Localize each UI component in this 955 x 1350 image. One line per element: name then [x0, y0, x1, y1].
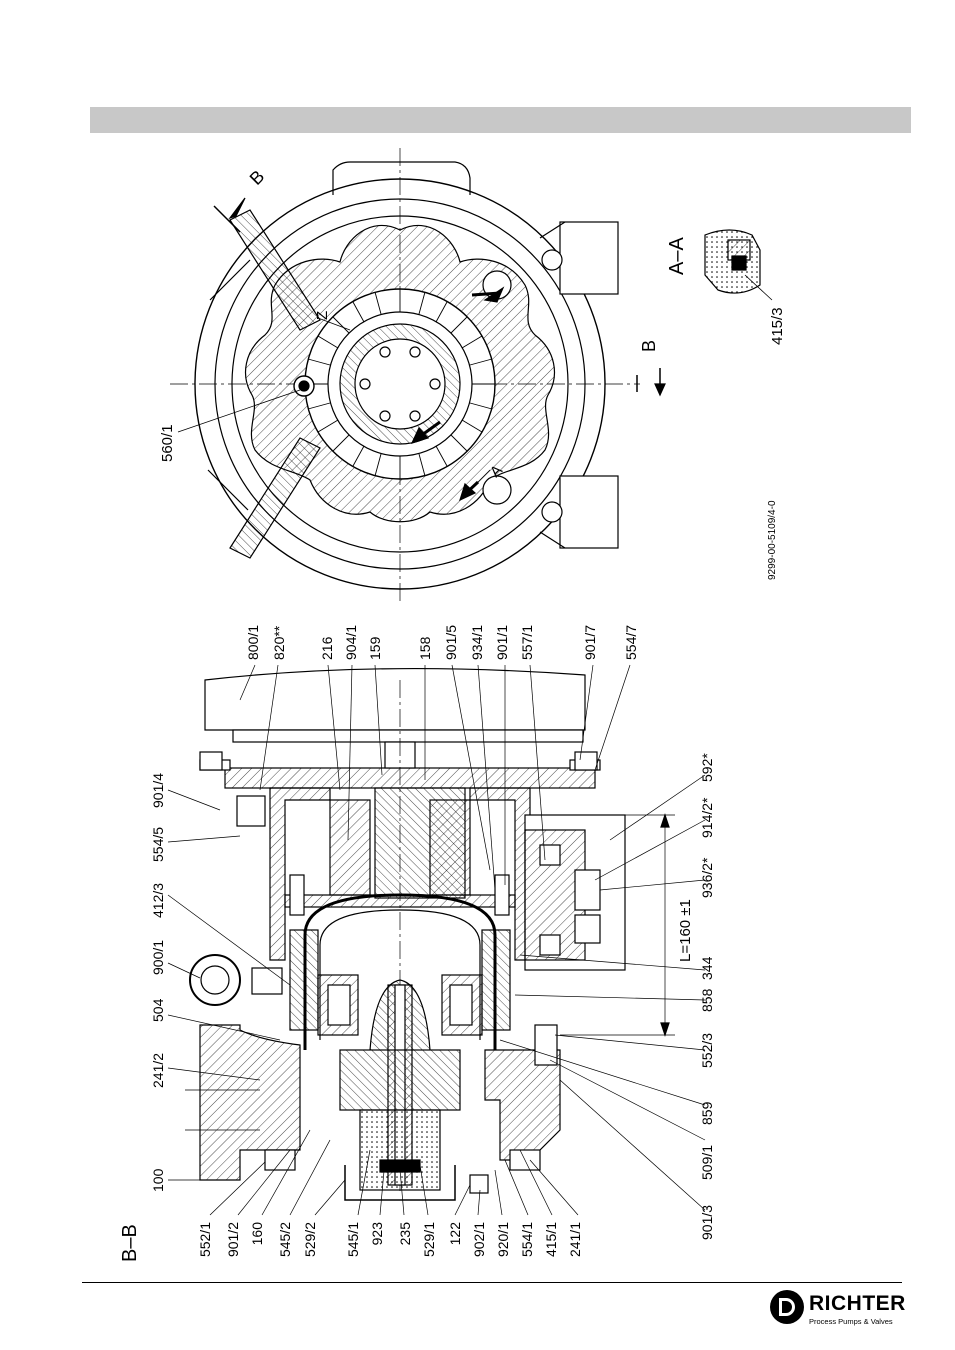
part-label: 557/1 — [519, 625, 535, 660]
part-label: 936/2* — [699, 857, 715, 898]
part-labels-bottom: 552/1 901/2 160 545/2 529/2 545/1 923 235 529/1 1… — [197, 1222, 583, 1257]
label-z: Z — [314, 311, 331, 320]
detail-view-aa — [704, 229, 773, 301]
logo-name: RICHTER — [809, 1292, 906, 1315]
section-label-b-top: B — [246, 166, 269, 189]
part-label: 820** — [271, 625, 287, 660]
part-label: 235 — [397, 1222, 413, 1246]
section-label-b-right: B — [639, 340, 659, 352]
part-label: 901/7 — [582, 625, 598, 660]
part-label: 859 — [699, 1101, 715, 1125]
section-label-aa: A–A — [666, 237, 688, 275]
part-label: 509/1 — [699, 1145, 715, 1180]
part-label: 554/5 — [150, 827, 166, 862]
part-label: 241/2 — [150, 1053, 166, 1088]
part-label: 934/1 — [469, 625, 485, 660]
part-label: 552/1 — [197, 1222, 213, 1257]
part-label: 415/1 — [543, 1222, 559, 1257]
part-labels-left: 100 241/2 504 900/1 412/3 554/5 901/4 — [150, 773, 166, 1192]
part-label: 158 — [417, 636, 433, 660]
part-label: 901/1 — [494, 625, 510, 660]
part-label: 800/1 — [245, 625, 261, 660]
part-label: 904/1 — [343, 625, 359, 660]
part-label: 160 — [249, 1222, 265, 1246]
part-label: 902/1 — [471, 1222, 487, 1257]
part-label: 554/7 — [623, 625, 639, 660]
part-label: 504 — [150, 998, 166, 1022]
part-label: 901/3 — [699, 1205, 715, 1240]
section-label-bb: B–B — [119, 1224, 141, 1262]
part-label: 545/1 — [345, 1222, 361, 1257]
part-label: 900/1 — [150, 940, 166, 975]
richter-logo-icon — [770, 1290, 804, 1324]
part-label: 901/5 — [443, 625, 459, 660]
part-labels-right: 592* 914/2* 936/2* 344 858 552/3 859 509/1 901/3 — [699, 753, 715, 1240]
dimension-label: L=160 ±1 — [677, 899, 694, 962]
longitudinal-section-view — [167, 664, 706, 1216]
part-label: 122 — [447, 1222, 463, 1246]
part-label: 545/2 — [277, 1222, 293, 1257]
part-label: 920/1 — [495, 1222, 511, 1257]
detail-part-label: 415/3 — [769, 307, 786, 345]
part-label: 858 — [699, 988, 715, 1012]
top-part-label: 560/1 — [159, 424, 176, 462]
part-label: 901/2 — [225, 1222, 241, 1257]
drawing-number: 9299-00-5109/4-0 — [767, 500, 778, 580]
part-label: 529/2 — [302, 1222, 318, 1257]
footer-rule — [82, 1282, 902, 1283]
part-label: 529/1 — [421, 1222, 437, 1257]
part-label: 914/2* — [699, 797, 715, 838]
part-label: 216 — [319, 636, 335, 660]
part-label: 923 — [369, 1222, 385, 1246]
logo-tagline: Process Pumps & Valves — [809, 1317, 893, 1326]
part-label: 554/1 — [519, 1222, 535, 1257]
cross-section-view — [170, 148, 666, 605]
part-label: 159 — [367, 636, 383, 660]
part-label: 412/3 — [150, 883, 166, 918]
part-label: 241/1 — [567, 1222, 583, 1257]
richter-logo: RICHTER Process Pumps & Valves — [768, 1288, 918, 1336]
part-label: 100 — [150, 1168, 166, 1192]
header-band — [90, 107, 911, 133]
part-label: 344 — [699, 956, 715, 980]
part-labels-top: 800/1 820** 216 904/1 159 158 901/5 934/1 901/1 5… — [245, 625, 639, 660]
part-label: 592* — [699, 753, 715, 782]
part-label: 552/3 — [699, 1033, 715, 1068]
part-label: 901/4 — [150, 773, 166, 808]
